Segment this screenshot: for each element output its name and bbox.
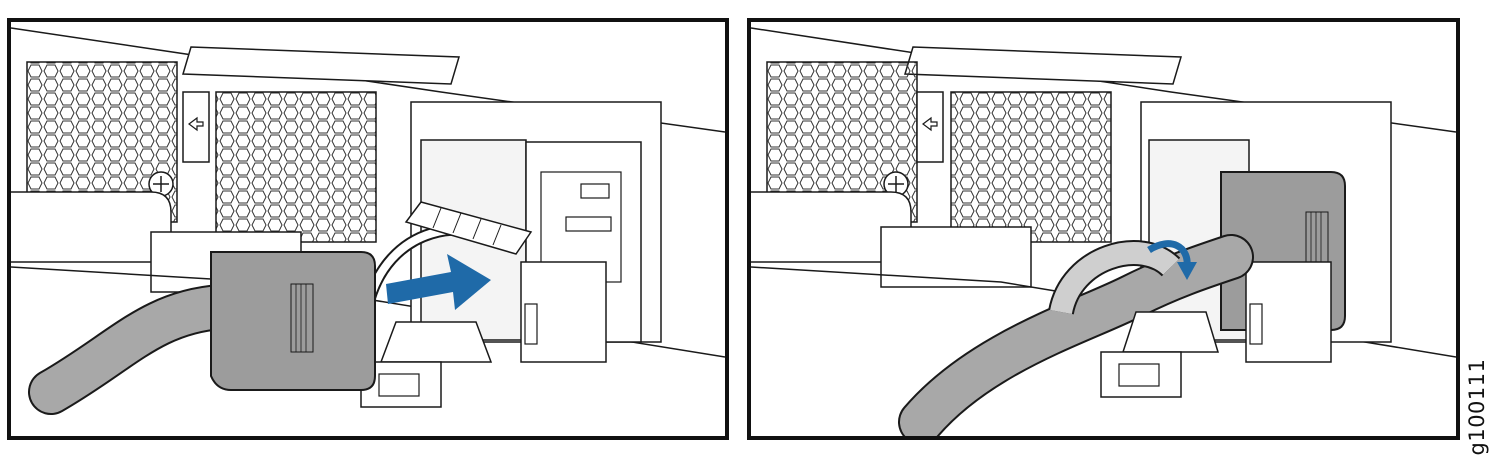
psu-handle-left	[11, 191, 172, 263]
step-panel-insert	[7, 18, 729, 440]
power-plug	[210, 251, 376, 391]
tie-wrap-base	[379, 321, 493, 363]
figure-id-label: g100111	[1465, 358, 1489, 456]
tie-wrap-teeth	[404, 201, 533, 255]
label-plate	[182, 46, 460, 85]
retainer-clip	[520, 261, 607, 363]
illustration-insert	[11, 27, 725, 415]
tie-wrap-base	[1121, 311, 1220, 353]
power-cord	[900, 236, 1252, 436]
power-cord	[30, 286, 242, 413]
label-plate	[904, 46, 1182, 85]
retainer-clip	[1245, 261, 1332, 363]
latch-arrow-icon	[922, 116, 938, 132]
figure-id: g100111	[1462, 359, 1492, 456]
tighten-direction-arrow	[1147, 240, 1191, 267]
latch-arrow-icon	[188, 116, 204, 132]
release-latch	[916, 91, 944, 163]
release-latch	[182, 91, 210, 163]
step-panel-tighten	[747, 18, 1460, 440]
illustration-tighten	[751, 27, 1456, 436]
fan-grille-middle	[215, 91, 377, 243]
tighten-arrowhead-icon	[1177, 262, 1197, 280]
insert-direction-arrow	[386, 254, 491, 310]
psu-handle-middle	[880, 226, 1032, 288]
fan-grille-middle	[950, 91, 1112, 243]
tie-wrap	[1050, 242, 1179, 315]
